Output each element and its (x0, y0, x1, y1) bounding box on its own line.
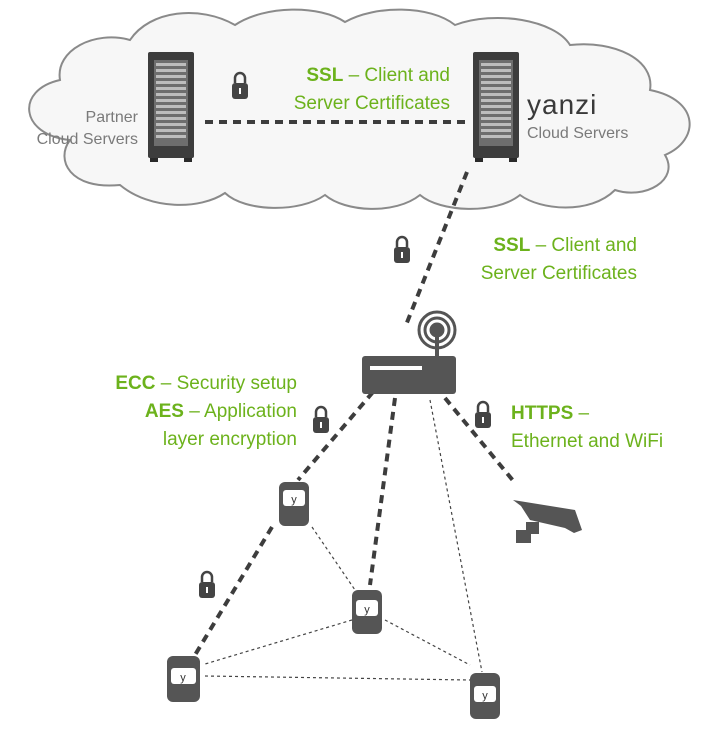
cloud-link-label: SSL – Client and Server Certificates (245, 62, 450, 118)
sensor-logo: y (364, 604, 370, 616)
camera-link-desc2: Ethernet and WiFi (511, 431, 664, 452)
server-rack-icon (473, 52, 519, 162)
camera-icon (513, 500, 582, 543)
mesh-line (204, 619, 353, 665)
antenna-icon (417, 310, 457, 358)
sensor-logo: y (180, 672, 186, 684)
gateway-link-protocol: SSL (493, 235, 531, 256)
gateway-icon (362, 356, 456, 394)
gateway-link-desc2: Server Certificates (480, 263, 637, 284)
sensor-icon: y (470, 673, 500, 719)
mesh-line (311, 526, 356, 591)
lock-icon (199, 570, 215, 598)
mesh-desc3: layer encryption (162, 429, 297, 450)
partner-label-line1: Partner (85, 109, 138, 126)
gateway-link-label: SSL – Client and Server Certificates (432, 232, 637, 288)
lock-icon (313, 405, 329, 433)
mesh-desc2: – Application (183, 401, 297, 422)
gateway-link-desc1: – Client and (530, 235, 637, 256)
mesh-protocol2: AES (144, 401, 184, 422)
mesh-protocol1: ECC (115, 373, 156, 394)
mesh-line (429, 399, 483, 673)
lock-icon (475, 400, 491, 428)
server-rack-icon (148, 52, 194, 162)
partner-label-line2: Cloud Servers (36, 131, 138, 148)
camera-link-desc1: – (573, 403, 590, 424)
partner-cloud-label: Partner Cloud Servers (18, 107, 138, 151)
mesh-line (384, 619, 471, 666)
camera-link-line (443, 396, 517, 485)
sensor-logo: y (291, 494, 297, 506)
sensor-icon: y (167, 656, 200, 702)
mesh-desc1: – Security setup (155, 373, 297, 394)
sensor-link-line (368, 397, 397, 586)
camera-link-label: HTTPS – Ethernet and WiFi (511, 400, 663, 456)
cloud-link-desc1: – Client and (343, 65, 450, 86)
lock-icon (232, 71, 248, 99)
sensor-link-line (193, 525, 274, 657)
yanzi-cloud-label: Cloud Servers (527, 125, 629, 142)
lock-icon (394, 235, 410, 263)
cloud-shape (28, 8, 691, 210)
mesh-security-label: ECC – Security setup AES – Application l… (60, 370, 297, 454)
camera-link-protocol: HTTPS (511, 403, 574, 424)
yanzi-logo: yanzi (527, 89, 598, 120)
sensor-logo: y (482, 690, 488, 702)
cloud-link-protocol: SSL (306, 65, 344, 86)
sensor-icon: y (352, 590, 382, 634)
sensor-link-line (296, 390, 375, 482)
mesh-line (204, 675, 471, 681)
cloud-link-desc2: Server Certificates (293, 93, 450, 114)
sensor-icon: y (279, 482, 309, 526)
